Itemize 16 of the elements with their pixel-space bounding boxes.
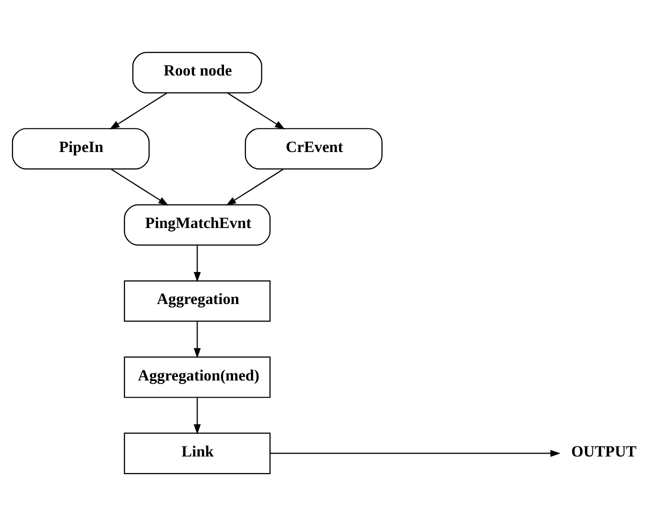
node-box: PipeIn (12, 128, 150, 169)
arrow (226, 168, 284, 206)
node-box: Aggregation (124, 280, 271, 322)
arrow (270, 449, 560, 456)
node-box: Link (124, 432, 271, 474)
arrow (110, 168, 169, 206)
node-box: CrEvent (244, 128, 383, 169)
arrow (194, 321, 201, 358)
arrow (194, 244, 201, 282)
node-box: Root node (132, 51, 262, 93)
node-box: Aggregation(med) (124, 356, 271, 398)
arrow (227, 92, 285, 129)
node-text: OUTPUT (571, 442, 637, 460)
arrow (110, 92, 168, 129)
arrow (194, 397, 201, 434)
node-box: PingMatchEvnt (124, 204, 271, 246)
